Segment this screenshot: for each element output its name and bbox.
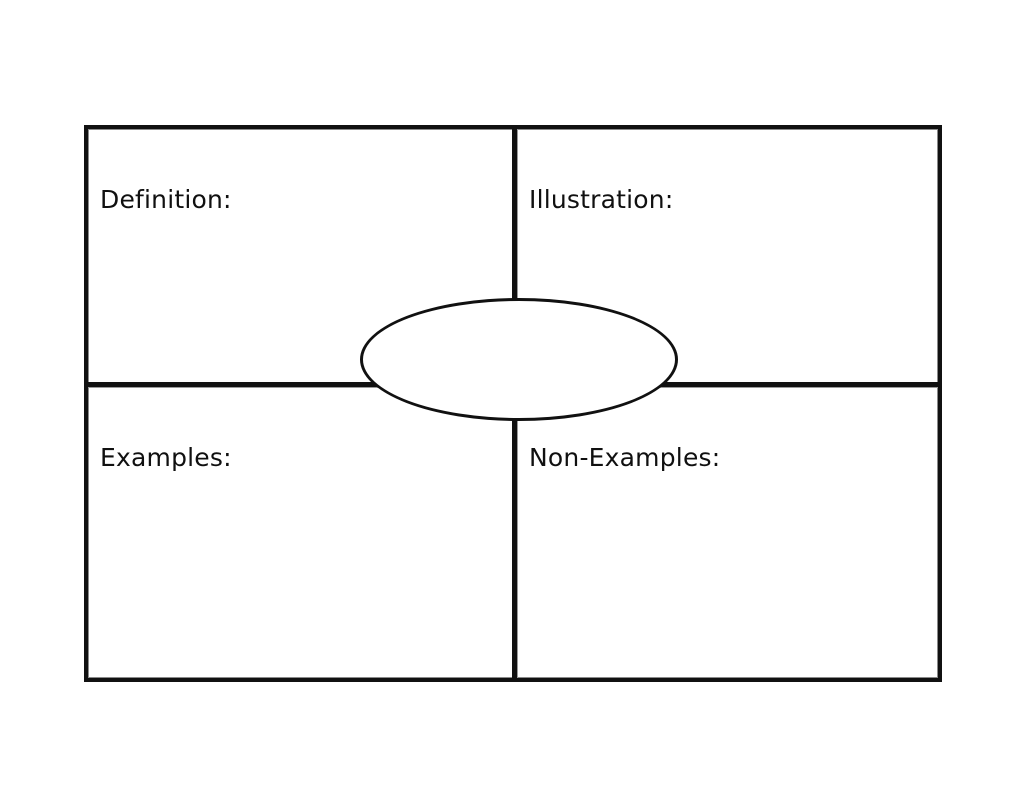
quadrant-examples[interactable]: Examples: [88, 387, 512, 678]
quadrant-examples-label: Examples: [100, 443, 232, 472]
quadrant-definition-label: Definition: [100, 185, 232, 214]
quadrant-non-examples-label: Non-Examples: [529, 443, 721, 472]
center-term-ellipse[interactable] [360, 298, 678, 421]
frayer-model-organizer: Definition: Illustration: Examples: Non-… [84, 125, 942, 682]
quadrant-definition[interactable]: Definition: [88, 129, 512, 382]
quadrant-illustration[interactable]: Illustration: [517, 129, 938, 382]
quadrant-illustration-label: Illustration: [529, 185, 674, 214]
quadrant-non-examples[interactable]: Non-Examples: [517, 387, 938, 678]
